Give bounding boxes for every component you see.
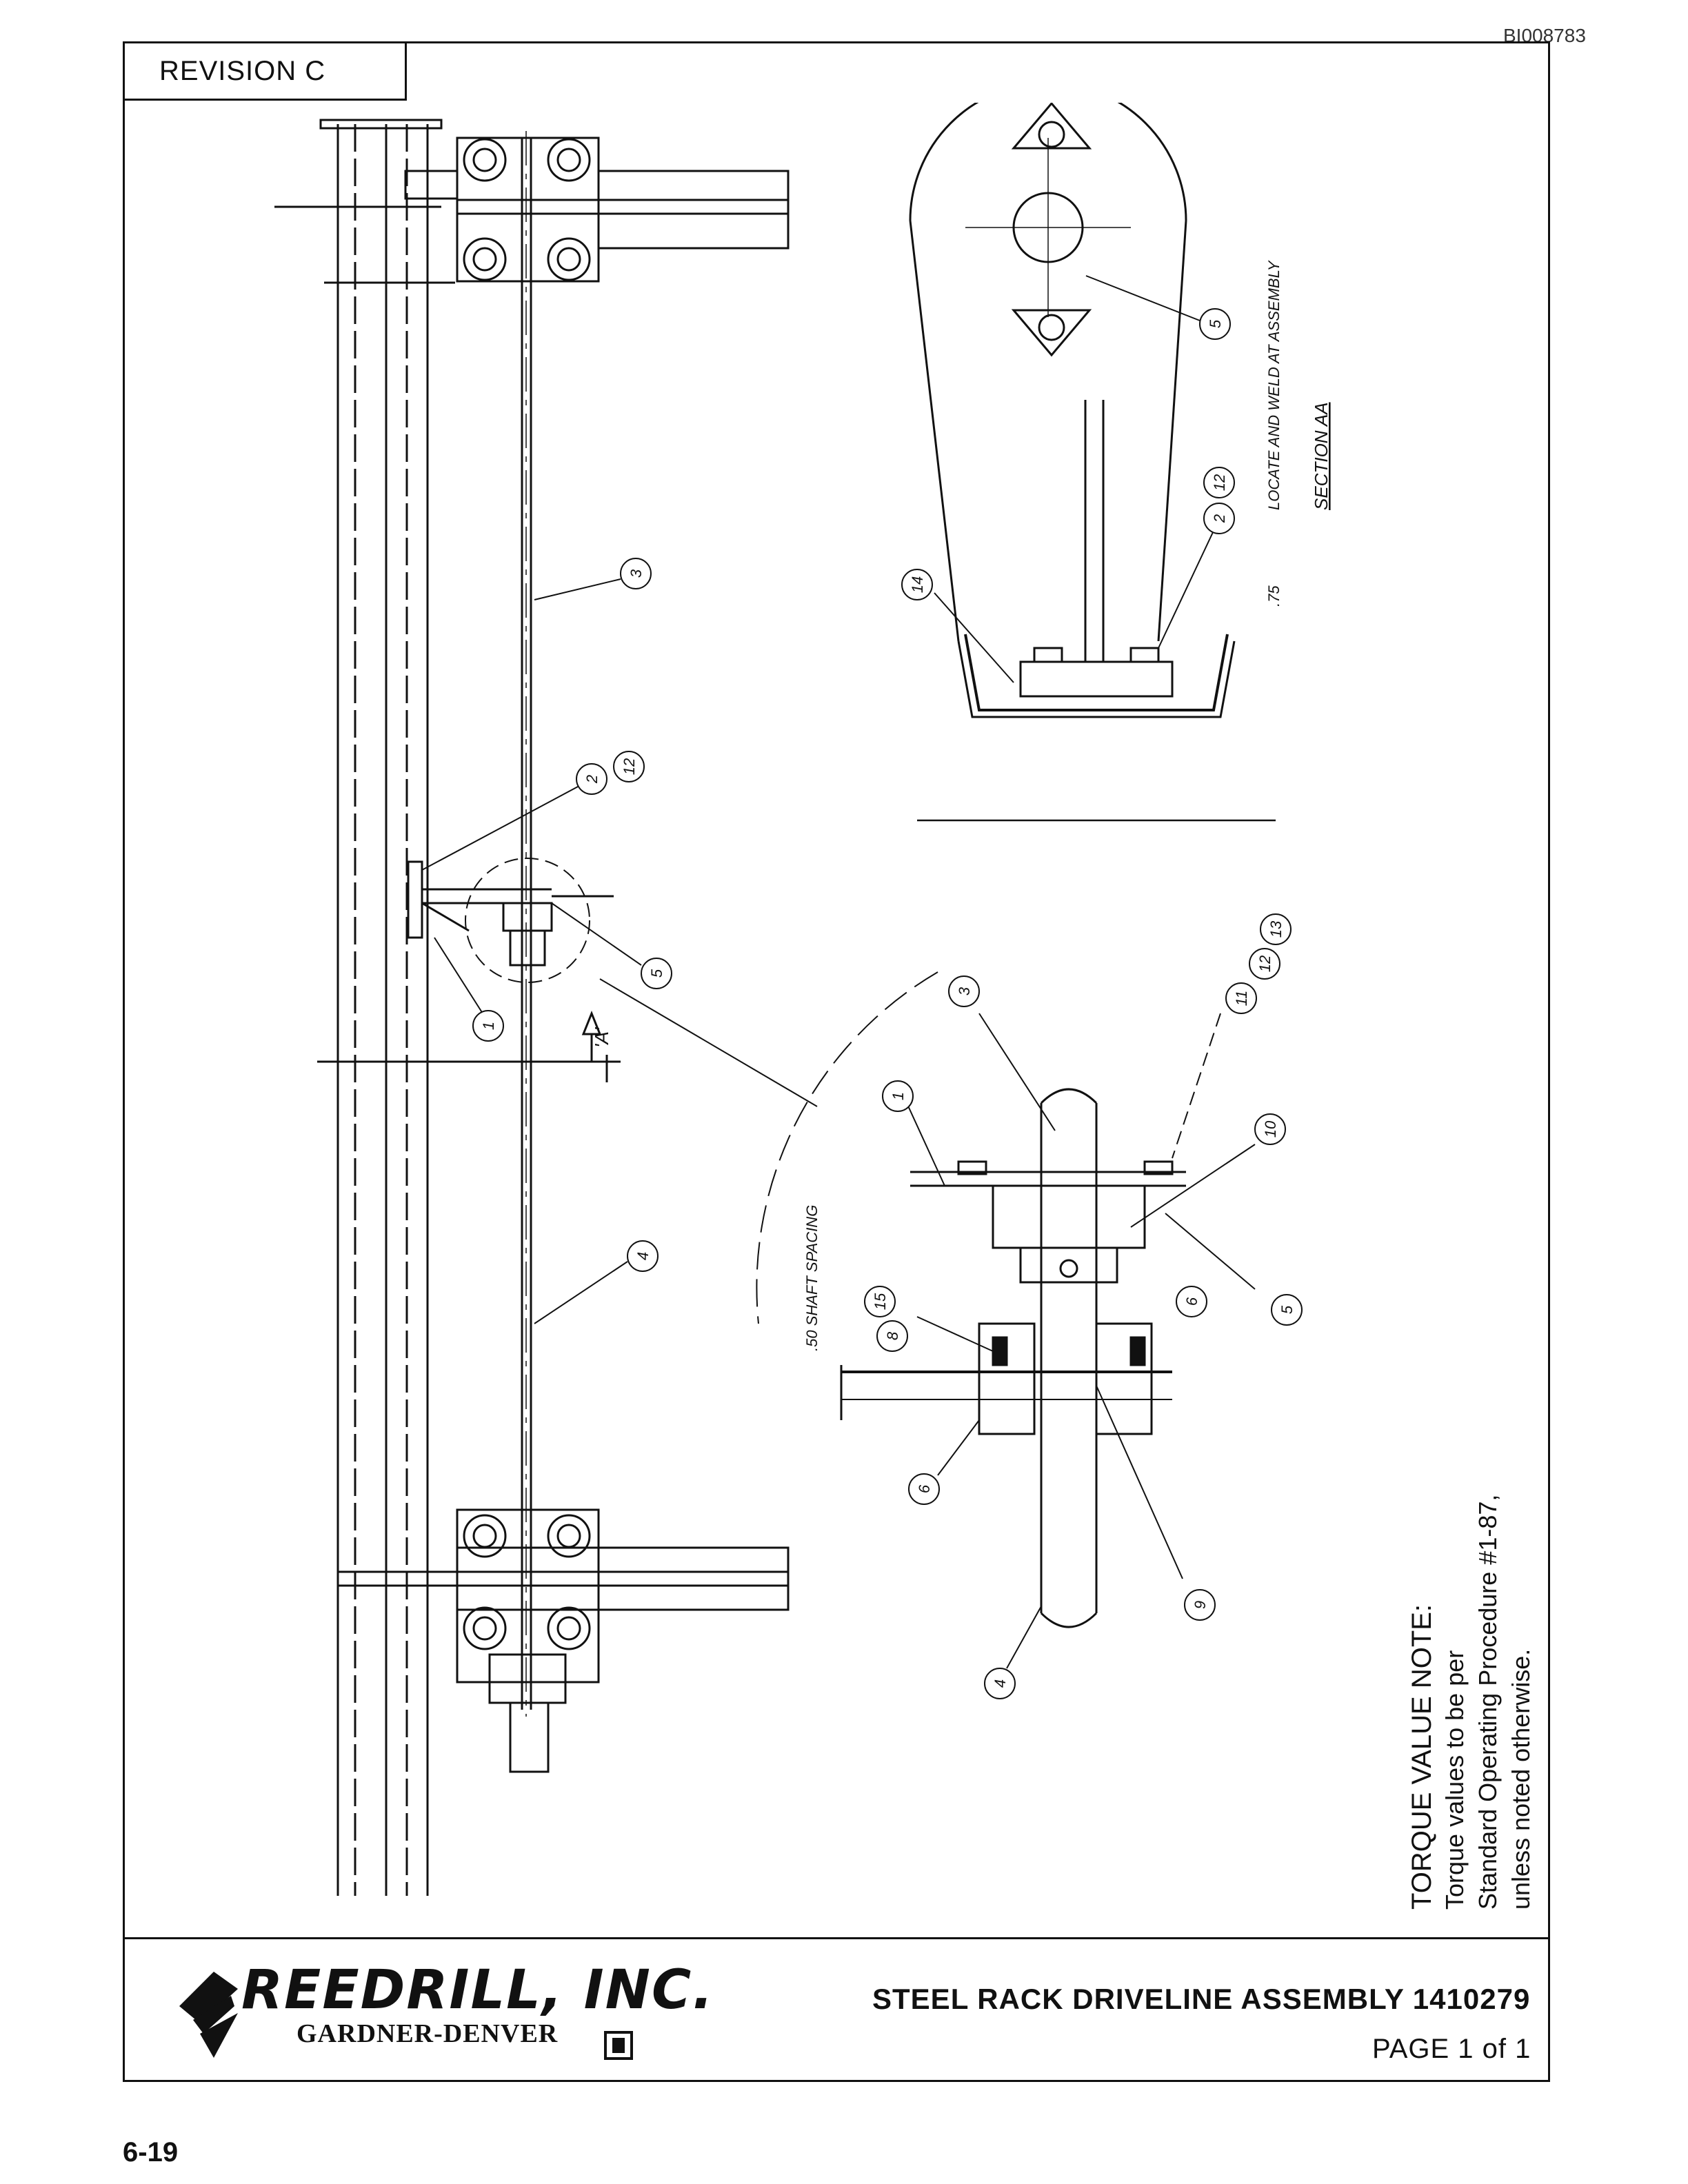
item-balloon (882, 1080, 914, 1112)
item-number: 1 (890, 1092, 907, 1100)
revision-box: REVISION C (123, 41, 407, 101)
item-number: 4 (992, 1679, 1009, 1688)
item-balloon (984, 1668, 1016, 1699)
item-balloon (613, 751, 645, 782)
coupling-detail-view (756, 971, 1186, 1628)
weld-size-label: .75 (1265, 585, 1283, 607)
top-bearing-assembly (404, 136, 790, 283)
item-number: 6 (916, 1484, 933, 1493)
section-aa-view (909, 103, 1276, 822)
item-balloon (641, 958, 672, 989)
item-number: 13 (1267, 920, 1285, 938)
torque-note-line-2: Standard Operating Procedure #1-87, (1474, 1494, 1502, 1910)
drive-shaft (521, 131, 532, 1717)
item-balloon (876, 1320, 908, 1352)
item-balloon (1203, 467, 1235, 498)
torque-note-heading: TORQUE VALUE NOTE: (1407, 1604, 1437, 1910)
item-balloon (948, 975, 980, 1007)
item-number: 3 (627, 569, 645, 578)
item-number: 12 (621, 758, 638, 775)
drawing-title: STEEL RACK DRIVELINE ASSEMBLY 1410279 (872, 1983, 1531, 2015)
manual-page-number: 6-19 (123, 2137, 179, 2167)
item-number: 5 (1278, 1305, 1296, 1314)
item-balloon (1176, 1286, 1207, 1317)
rail-frame (274, 119, 621, 1896)
item-number: 1 (480, 1022, 497, 1030)
item-balloon (1254, 1113, 1286, 1145)
item-balloon (576, 763, 607, 795)
item-number: 12 (1211, 474, 1228, 491)
weld-note-label: LOCATE AND WELD AT ASSEMBLY (1265, 260, 1283, 510)
item-number: 4 (634, 1252, 652, 1260)
item-number: 10 (1262, 1120, 1279, 1138)
item-balloon (1271, 1294, 1303, 1326)
leader-lines (421, 275, 1256, 1669)
item-balloon (864, 1286, 896, 1317)
division-name: GARDNER-DENVER (297, 2019, 559, 2048)
item-number: 14 (909, 576, 926, 593)
item-balloon (627, 1240, 659, 1272)
item-number: 6 (1183, 1297, 1200, 1306)
item-balloon (908, 1473, 940, 1505)
torque-note-line-1: Torque values to be per (1440, 1650, 1469, 1910)
item-number: 5 (648, 969, 665, 978)
item-number: 5 (1207, 319, 1224, 328)
item-balloon (1184, 1589, 1216, 1621)
view-arrow-label: 'A' (591, 1027, 612, 1048)
torque-note-line-3: unless noted otherwise. (1507, 1648, 1535, 1910)
title-block-divider (123, 1937, 1550, 1939)
item-balloon (1260, 913, 1292, 945)
item-balloon (472, 1010, 504, 1042)
item-balloon (1249, 948, 1280, 980)
item-balloon (1225, 982, 1257, 1014)
item-balloon (620, 558, 652, 589)
item-balloon (1199, 308, 1231, 340)
item-number: 12 (1256, 956, 1274, 972)
item-number: 8 (884, 1331, 901, 1340)
company-name: REEDRILL, INC. (241, 1959, 714, 2021)
torque-note: TORQUE VALUE NOTE: Torque values to be p… (1405, 1386, 1538, 1910)
shaft-spacing-label: .50 SHAFT SPACING (803, 1205, 821, 1351)
drawing-frame (123, 41, 1550, 2082)
item-balloon (1203, 503, 1235, 534)
item-number: 2 (583, 775, 601, 784)
sheet-page-indicator: PAGE 1 of 1 (1372, 2034, 1531, 2064)
bottom-bearing-assembly (338, 1508, 790, 1773)
reedrill-logo-icon (179, 1972, 633, 2060)
item-number: 9 (1192, 1601, 1209, 1609)
section-title-label: SECTION AA (1311, 402, 1332, 510)
item-number: 11 (1233, 991, 1250, 1007)
item-number: 2 (1211, 514, 1228, 523)
item-number: 15 (872, 1293, 889, 1310)
item-balloon (901, 569, 933, 600)
mid-coupling (407, 858, 614, 1062)
item-number: 3 (956, 987, 973, 995)
